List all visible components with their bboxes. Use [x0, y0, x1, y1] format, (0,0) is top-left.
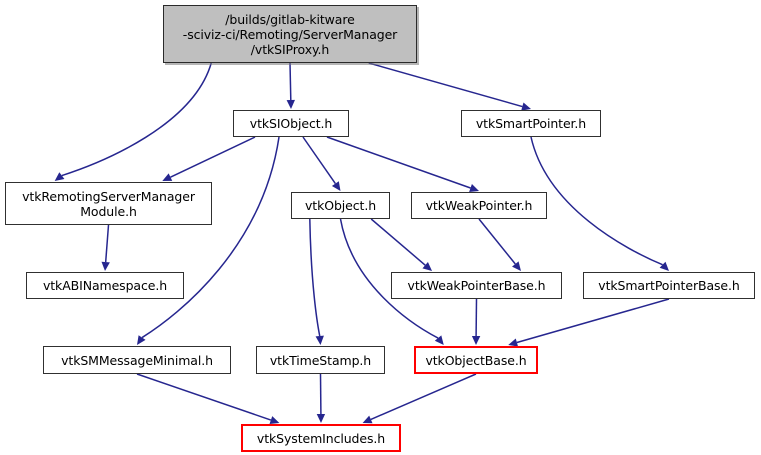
- graph-node-weakpointerbase[interactable]: vtkWeakPointerBase.h: [391, 272, 562, 299]
- edge-root-to-remotingmodule: [61, 62, 212, 177]
- arrowhead-remotingmodule-to-abinamespace: [101, 261, 110, 271]
- edge-root-to-smartpointer: [368, 62, 523, 108]
- node-label-siobject: vtkSIObject.h: [249, 116, 333, 131]
- graph-node-root[interactable]: /builds/gitlab-kitware -sciviz-ci/Remoti…: [163, 5, 417, 63]
- arrowhead-smmessageminimal-to-systemincludes: [269, 416, 280, 425]
- edge-smartpointer-to-smartpointerbase: [530, 136, 663, 266]
- node-label-weakpointerbase: vtkWeakPointerBase.h: [407, 278, 546, 293]
- graph-node-weakpointer[interactable]: vtkWeakPointer.h: [411, 192, 547, 219]
- edge-remotingmodule-to-abinamespace: [104, 224, 110, 263]
- graph-node-object[interactable]: vtkObject.h: [291, 192, 390, 219]
- node-label-smartpointerbase: vtkSmartPointerBase.h: [598, 278, 740, 293]
- node-label-weakpointer: vtkWeakPointer.h: [425, 198, 533, 213]
- arrowhead-object-to-weakpointerbase: [422, 261, 433, 271]
- node-label-remotingmodule: vtkRemotingServerManager Module.h: [22, 188, 195, 219]
- graph-node-abinamespace[interactable]: vtkABINamespace.h: [26, 272, 184, 299]
- edge-smartpointerbase-to-objectbase: [516, 298, 670, 344]
- arrowhead-weakpointer-to-weakpointerbase: [512, 261, 521, 271]
- edge-siobject-to-object: [302, 136, 336, 185]
- arrowhead-siobject-to-object: [331, 181, 341, 191]
- edge-siobject-to-remotingmodule: [170, 136, 256, 178]
- graph-node-remotingmodule[interactable]: vtkRemotingServerManager Module.h: [5, 182, 212, 225]
- graph-node-siobject[interactable]: vtkSIObject.h: [233, 110, 349, 137]
- arrowhead-timestamp-to-systemincludes: [316, 413, 326, 423]
- graph-node-timestamp[interactable]: vtkTimeStamp.h: [256, 346, 385, 374]
- arrowhead-siobject-to-smmessageminimal: [137, 335, 146, 345]
- arrowhead-siobject-to-remotingmodule: [162, 173, 173, 181]
- edge-object-to-weakpointerbase: [370, 218, 426, 266]
- node-label-object: vtkObject.h: [304, 198, 377, 213]
- node-label-objectbase: vtkObjectBase.h: [425, 352, 527, 368]
- node-label-smartpointer: vtkSmartPointer.h: [475, 116, 587, 131]
- edge-smmessageminimal-to-systemincludes: [136, 373, 272, 421]
- edge-weakpointer-to-weakpointerbase: [478, 218, 516, 265]
- edge-siobject-to-weakpointer: [326, 136, 471, 189]
- arrowhead-root-to-smartpointer: [521, 102, 531, 111]
- edge-root-to-siobject: [289, 62, 292, 101]
- graph-node-objectbase[interactable]: vtkObjectBase.h: [414, 346, 538, 374]
- arrowhead-siobject-to-weakpointer: [469, 184, 479, 192]
- node-label-timestamp: vtkTimeStamp.h: [269, 352, 372, 368]
- edge-object-to-objectbase: [339, 218, 439, 339]
- arrowhead-object-to-timestamp: [315, 335, 324, 345]
- graph-node-smartpointerbase[interactable]: vtkSmartPointerBase.h: [583, 272, 755, 299]
- arrowhead-smartpointer-to-smartpointerbase: [659, 261, 669, 271]
- edge-object-to-timestamp: [309, 218, 321, 337]
- arrowhead-smartpointerbase-to-objectbase: [508, 338, 519, 347]
- arrowhead-weakpointerbase-to-objectbase: [471, 335, 481, 345]
- arrowhead-root-to-remotingmodule: [54, 172, 65, 181]
- arrowhead-object-to-objectbase: [434, 335, 444, 345]
- node-label-abinamespace: vtkABINamespace.h: [42, 278, 168, 293]
- arrowhead-objectbase-to-systemincludes: [362, 415, 373, 424]
- graph-node-smmessageminimal[interactable]: vtkSMMessageMinimal.h: [43, 346, 231, 374]
- edge-objectbase-to-systemincludes: [370, 373, 477, 421]
- edge-siobject-to-smmessageminimal: [141, 136, 280, 339]
- node-label-root: /builds/gitlab-kitware -sciviz-ci/Remoti…: [182, 11, 398, 57]
- node-label-systemincludes: vtkSystemIncludes.h: [256, 430, 386, 446]
- arrowhead-root-to-siobject: [286, 99, 296, 109]
- node-label-smmessageminimal: vtkSMMessageMinimal.h: [61, 352, 213, 368]
- graph-node-smartpointer[interactable]: vtkSmartPointer.h: [461, 110, 601, 137]
- graph-node-systemincludes[interactable]: vtkSystemIncludes.h: [241, 424, 401, 452]
